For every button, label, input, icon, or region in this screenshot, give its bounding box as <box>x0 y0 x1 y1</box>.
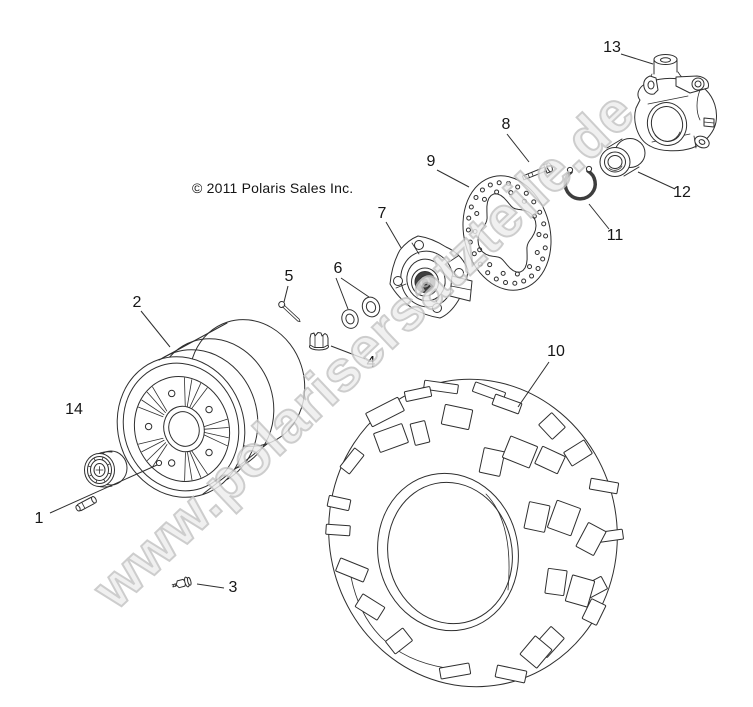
snap-ring-drawing <box>563 165 597 201</box>
valve-stem-drawing <box>75 496 97 512</box>
part-label-9: 9 <box>426 153 436 170</box>
steering-knuckle-drawing <box>634 54 717 152</box>
hub-cap-drawing <box>84 450 128 488</box>
washers-drawing <box>341 296 381 329</box>
wheel-rim-drawing <box>116 319 306 498</box>
part-label-5: 5 <box>284 268 294 285</box>
wheel-hub-drawing <box>389 235 473 319</box>
copyright-notice: © 2011 Polaris Sales Inc. <box>192 180 354 196</box>
leader-lines <box>49 53 676 589</box>
part-label-8: 8 <box>501 116 511 133</box>
part-label-13: 13 <box>603 39 621 56</box>
hub-bolt-drawing <box>521 162 553 181</box>
brake-disc-drawing <box>462 175 552 291</box>
part-label-14: 14 <box>65 401 83 418</box>
castle-nut-drawing <box>309 332 329 351</box>
part-label-6: 6 <box>333 260 343 277</box>
part-label-11: 11 <box>606 227 624 244</box>
tire-drawing <box>325 378 624 688</box>
cotter-pin-drawing <box>278 301 301 323</box>
stud-bolt-drawing <box>171 576 192 589</box>
part-label-10: 10 <box>547 343 565 360</box>
part-label-7: 7 <box>377 205 387 222</box>
part-label-4: 4 <box>366 354 376 371</box>
part-label-12: 12 <box>673 184 691 201</box>
part-label-3: 3 <box>228 579 238 596</box>
bearing-drawing <box>599 138 646 177</box>
part-label-1: 1 <box>34 510 44 527</box>
part-label-2: 2 <box>132 294 142 311</box>
